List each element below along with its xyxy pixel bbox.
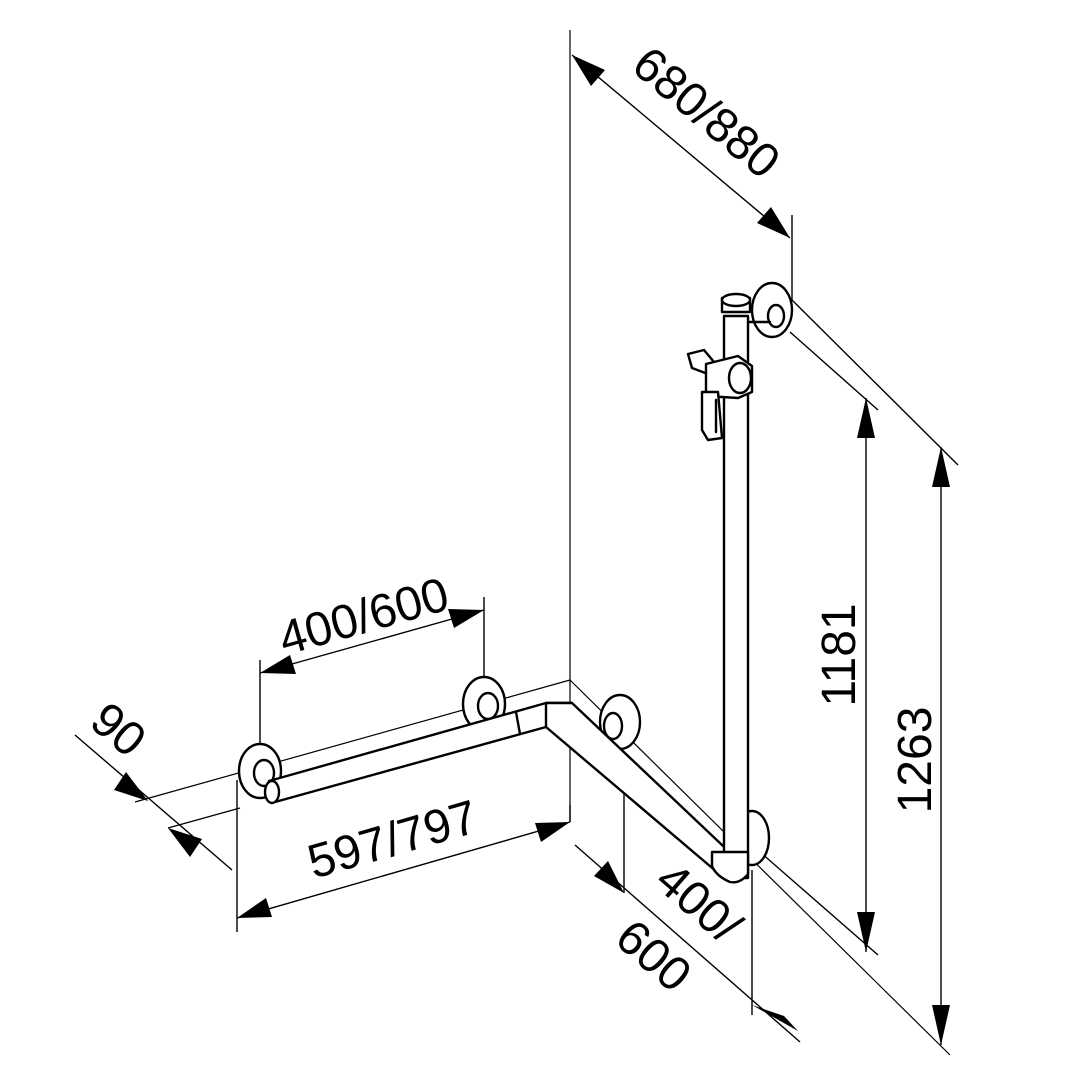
dim-label-1263: 1263 (889, 707, 942, 814)
extension-lines (167, 215, 959, 1015)
dim-label-1181: 1181 (813, 603, 866, 706)
dimension-lines (74, 54, 942, 1045)
wall-corner (134, 30, 951, 1056)
dim-label-400-600-horizontal: 400/600 (273, 568, 454, 666)
vertical-grab-bar (710, 292, 772, 884)
dim-label-597-797: 597/797 (302, 791, 483, 890)
dimension-labels: 680/880 1181 1263 400/600 597/797 90 400… (80, 37, 942, 1003)
dim-label-90: 90 (80, 693, 155, 768)
arrowheads (114, 55, 950, 1045)
wall-flange-top (750, 281, 794, 339)
wall-flange-corner (598, 693, 642, 751)
shower-head-holder (686, 348, 754, 442)
dim-label-680-880: 680/880 (622, 37, 789, 189)
